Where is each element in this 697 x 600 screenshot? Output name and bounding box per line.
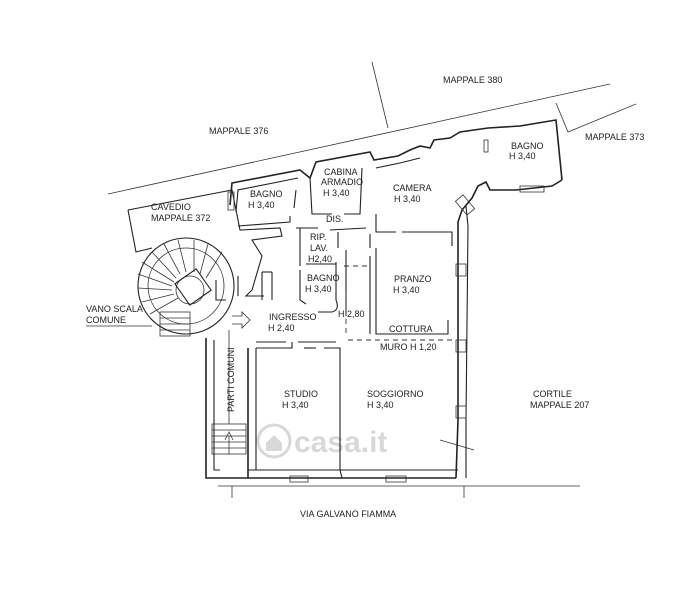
room-labels: MAPPALE 380 MAPPALE 376 MAPPALE 373 BAGN…: [86, 75, 644, 519]
label-bagno-top-right-h: H 3,40: [509, 151, 536, 161]
boundary-lines: [107, 61, 637, 498]
watermark-logo: casa.it: [256, 423, 387, 459]
spiral-staircase: [137, 237, 239, 337]
label-ingresso: INGRESSO: [269, 312, 317, 322]
label-camera-h: H 3,40: [394, 194, 421, 204]
label-bagno-top-left: BAGNO: [250, 189, 283, 199]
label-bagno-mid: BAGNO: [307, 273, 340, 283]
label-cabina-h: H 3,40: [323, 188, 350, 198]
label-soggiorno: SOGGIORNO: [367, 389, 424, 399]
label-bagno-top-left-h: H 3,40: [248, 200, 275, 210]
cavedio: [127, 189, 283, 297]
label-muro: MURO H 1,20: [380, 342, 437, 352]
label-street: VIA GALVANO FIAMMA: [300, 509, 396, 519]
label-bagno-mid-h: H 3,40: [305, 284, 332, 294]
label-cabina: CABINA: [324, 167, 358, 177]
label-cavedio-mappale: MAPPALE 372: [151, 213, 210, 223]
label-pranzo-h: H 3,40: [393, 285, 420, 295]
label-mappale-376: MAPPALE 376: [209, 126, 268, 136]
label-cortile: CORTILE: [533, 389, 572, 399]
label-mappale-373: MAPPALE 373: [585, 132, 644, 142]
label-comune: COMUNE: [86, 315, 126, 325]
label-bagno-top-right: BAGNO: [511, 141, 544, 151]
label-studio-h: H 3,40: [282, 400, 309, 410]
label-mappale-380: MAPPALE 380: [443, 75, 502, 85]
watermark-text: casa.it: [294, 426, 387, 459]
label-h280: H 2,80: [338, 309, 365, 319]
label-soggiorno-h: H 3,40: [367, 400, 394, 410]
interior-walls: [227, 139, 545, 483]
label-cavedio: CAVEDIO: [151, 202, 191, 212]
common-stair: [211, 330, 247, 455]
label-cortile-mappale: MAPPALE 207: [530, 400, 589, 410]
label-rip-h: H2,40: [308, 254, 332, 264]
label-cottura: COTTURA: [389, 324, 433, 334]
outer-walls: [205, 119, 563, 479]
label-dis: DIS.: [326, 214, 344, 224]
label-pranzo: PRANZO: [394, 274, 432, 284]
label-vano-scala: VANO SCALA: [86, 304, 143, 314]
label-camera: CAMERA: [393, 183, 432, 193]
label-rip: RIP.: [310, 232, 326, 242]
label-ingresso-h: H 2,40: [268, 323, 295, 333]
label-studio: STUDIO: [284, 389, 318, 399]
label-lav: LAV.: [310, 243, 328, 253]
label-parti-comuni: PARTI COMUNI: [226, 347, 236, 412]
label-armadio: ARMADIO: [321, 177, 363, 187]
